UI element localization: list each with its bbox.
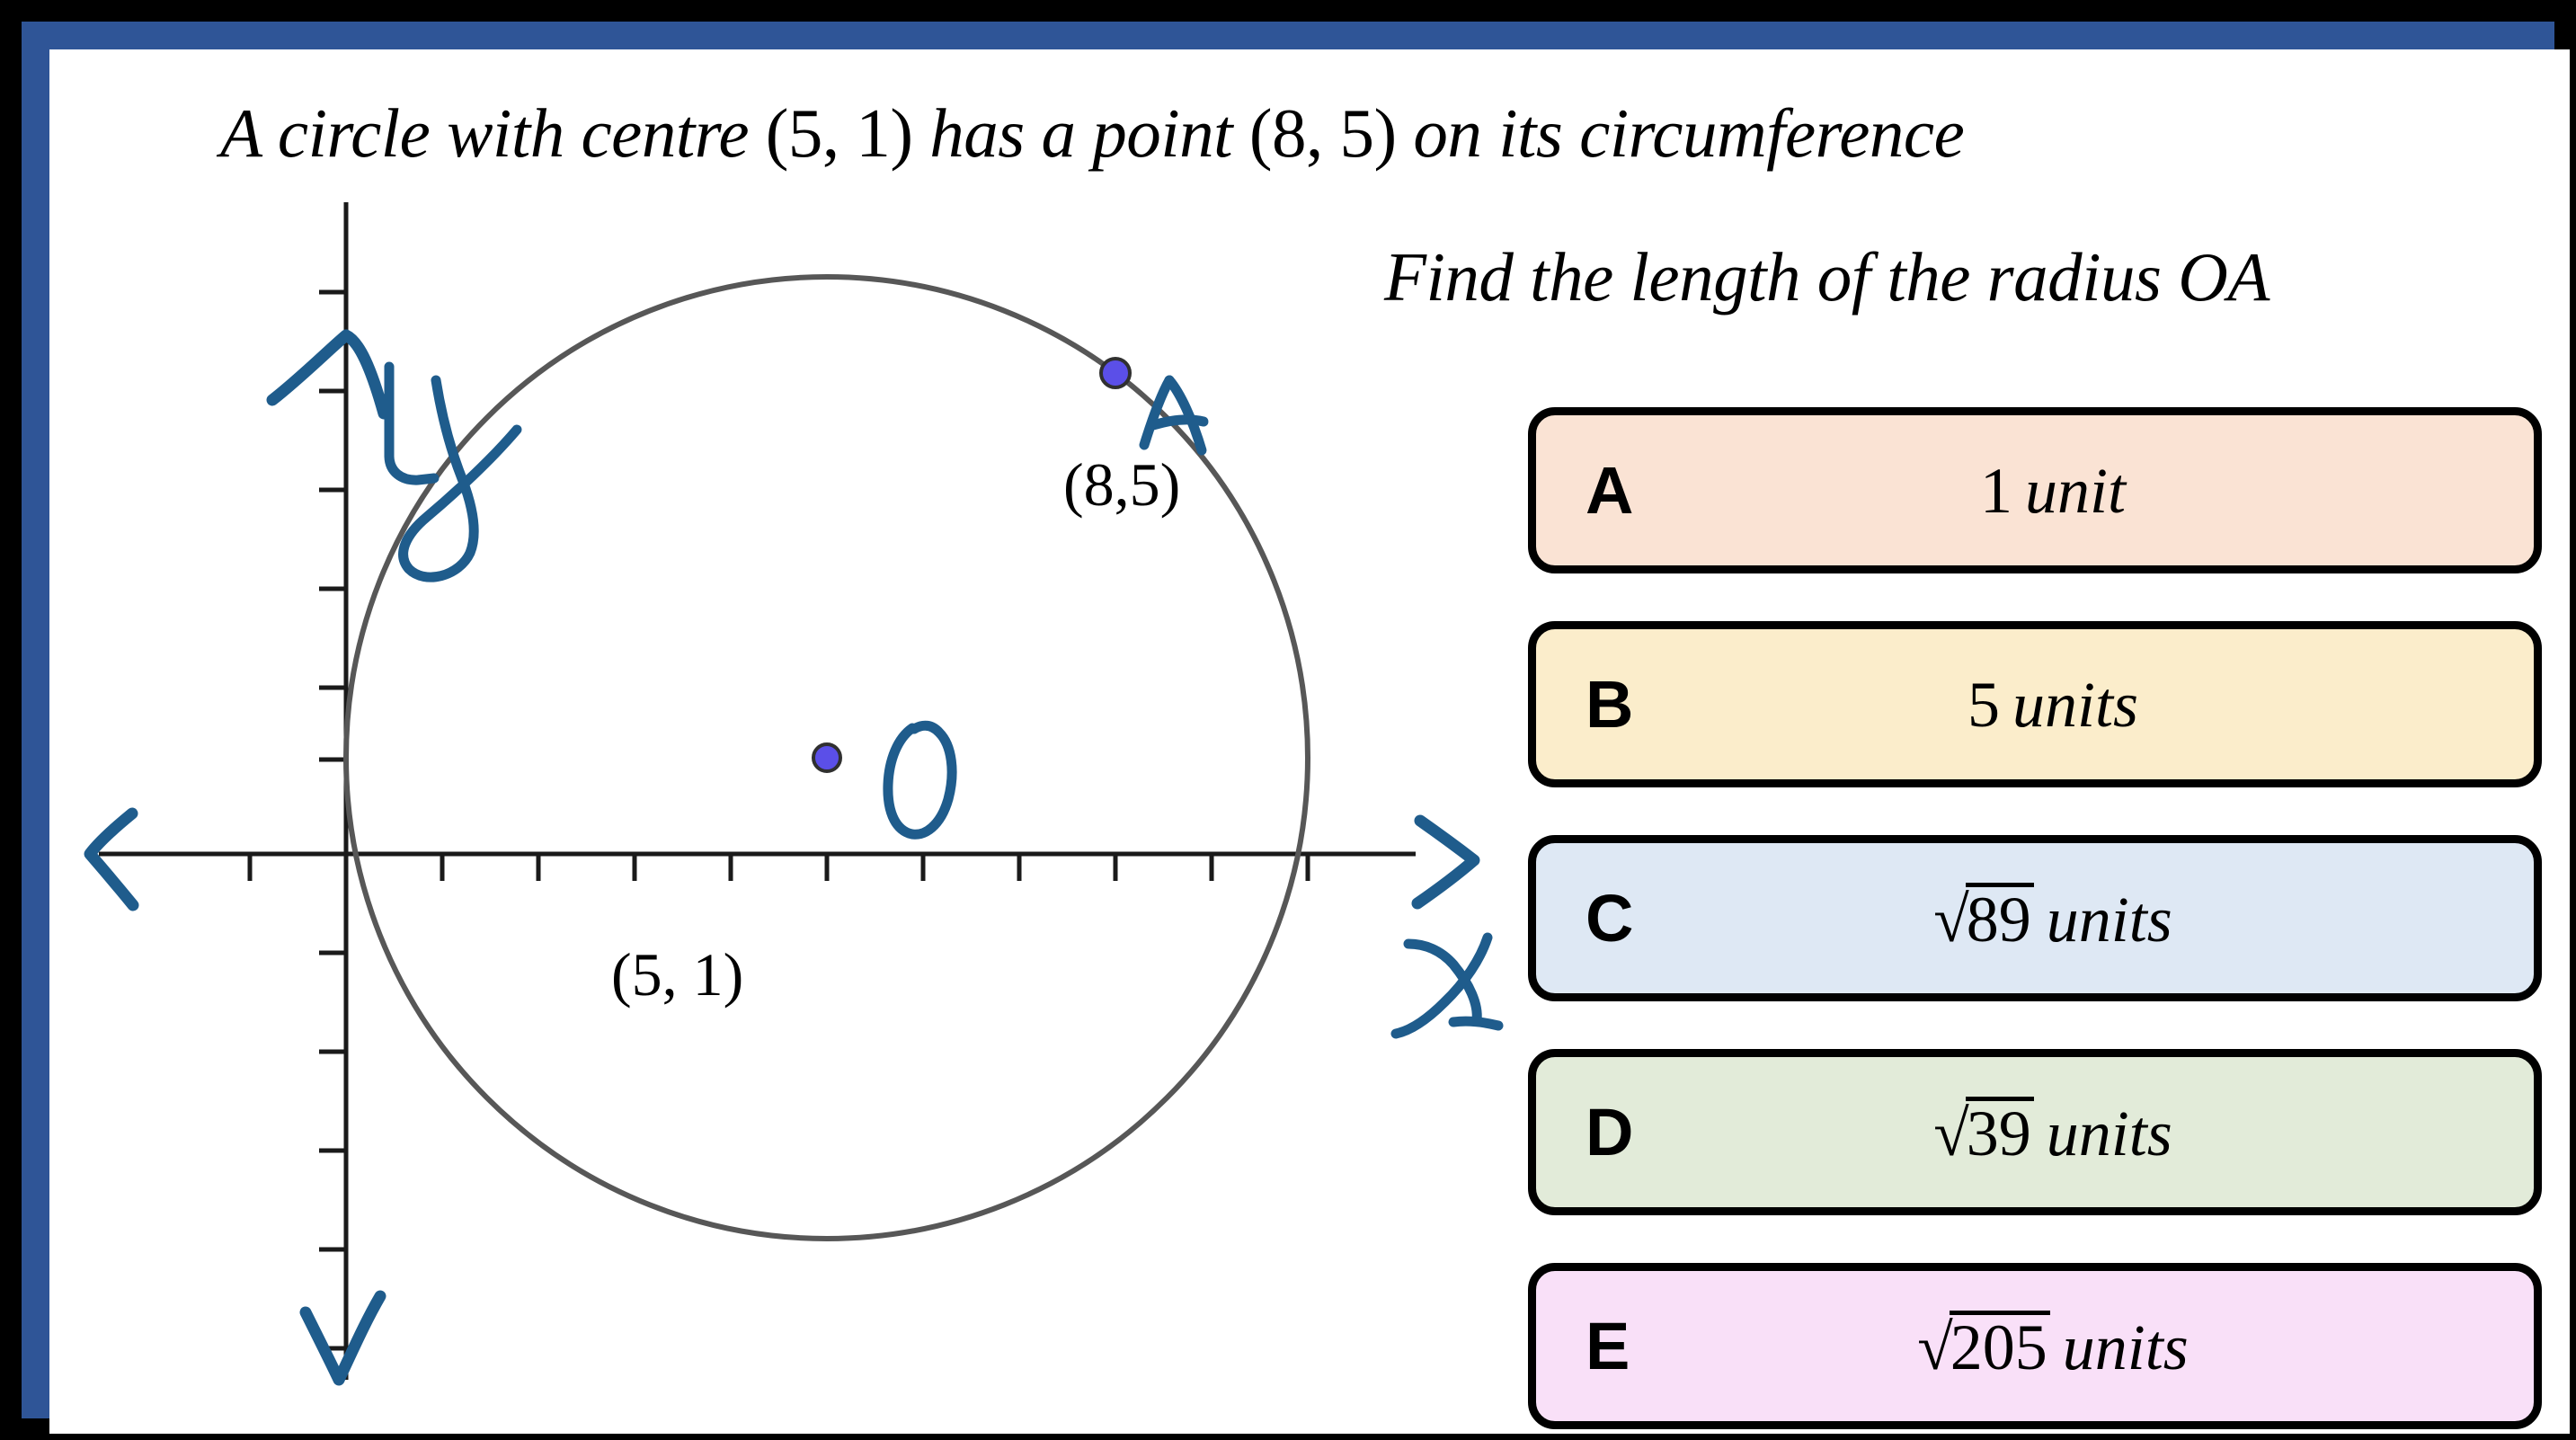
circle-shape xyxy=(343,274,1310,1241)
option-value-c: 89 xyxy=(1965,883,2034,953)
option-unit-b: units xyxy=(2012,668,2139,741)
option-value-a: 1 xyxy=(1979,454,2012,527)
y-axis-label-ink xyxy=(384,361,522,582)
question-line-2: Find the length of the radius OA xyxy=(1384,238,2270,316)
option-value-b: 5 xyxy=(1967,668,2000,741)
option-value-e: 205 xyxy=(1949,1311,2050,1381)
option-letter-e: E xyxy=(1586,1308,1630,1383)
option-unit-d: units xyxy=(2046,1098,2172,1170)
x-axis-right-arrow-icon xyxy=(1411,814,1480,910)
centre-coordinate-inline: (5, 1) xyxy=(765,94,913,172)
point-a-label-ink xyxy=(1139,375,1209,456)
option-unit-a: unit xyxy=(2024,454,2126,527)
radical-sign-icon: √ xyxy=(1933,1098,1969,1170)
inner-blue-border: A circle with centre (5, 1) has a point … xyxy=(22,22,2570,1434)
centre-label-ink xyxy=(883,720,957,840)
point-a-marker xyxy=(1099,357,1132,389)
question-text-part-3: on its circumference xyxy=(1396,94,1965,172)
point-coordinate-inline: (8, 5) xyxy=(1248,94,1397,172)
question-text-part-1: A circle with centre xyxy=(220,94,766,172)
option-unit-c: units xyxy=(2046,884,2172,956)
option-value-d: 39 xyxy=(1965,1097,2034,1167)
question-line-1: A circle with centre (5, 1) has a point … xyxy=(220,99,1965,168)
x-axis-label-ink xyxy=(1390,932,1504,1039)
option-letter-a: A xyxy=(1586,452,1634,528)
slide-page: A circle with centre (5, 1) has a point … xyxy=(49,49,2570,1434)
x-axis-left-arrow-icon xyxy=(84,807,139,911)
coordinate-diagram: (8,5) (5, 1) xyxy=(49,184,1506,1434)
radical-sign-icon: √ xyxy=(1933,884,1969,956)
centre-coordinate-label: (5, 1) xyxy=(611,940,744,1009)
option-letter-b: B xyxy=(1586,666,1634,742)
point-a-coordinate-label: (8,5) xyxy=(1063,450,1181,519)
centre-point-marker xyxy=(812,742,842,773)
question-text-part-2: has a point xyxy=(912,94,1249,172)
y-axis-up-arrow-icon xyxy=(266,329,390,420)
y-axis-down-arrow-icon xyxy=(299,1290,386,1386)
y-axis-ticks xyxy=(319,289,346,1351)
x-axis-ticks xyxy=(247,854,1310,881)
option-unit-e: units xyxy=(2062,1311,2189,1384)
option-letter-d: D xyxy=(1586,1094,1634,1169)
option-letter-c: C xyxy=(1586,880,1634,956)
radical-sign-icon: √ xyxy=(1917,1311,1953,1384)
